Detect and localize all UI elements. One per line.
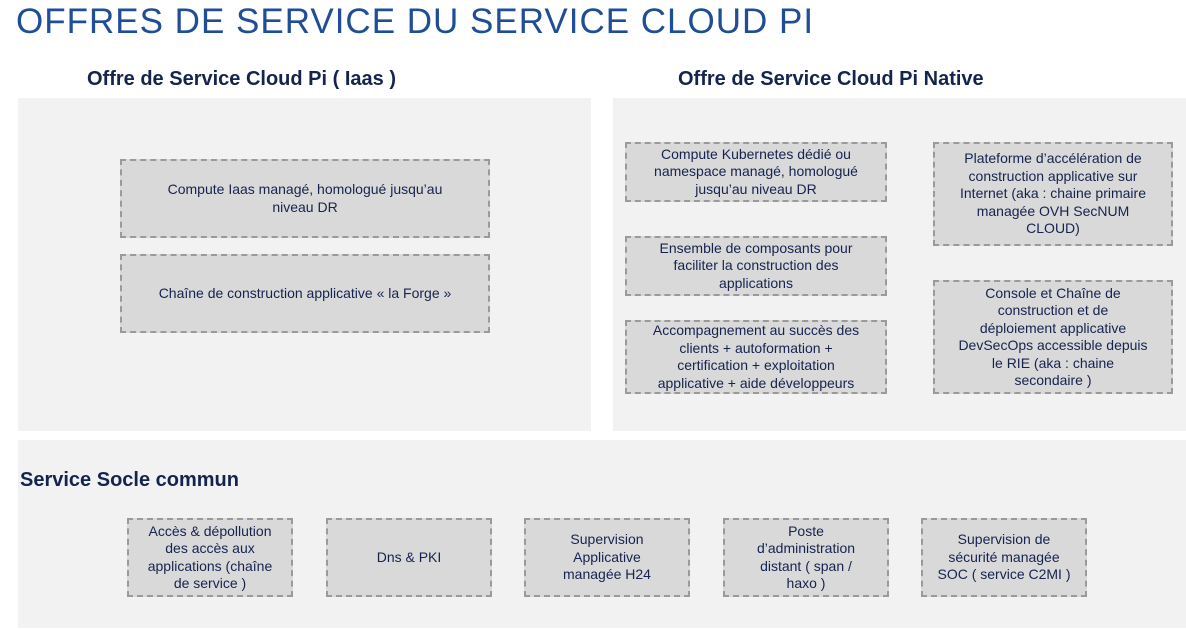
native-panel: Compute Kubernetes dédié ou namespace ma… xyxy=(613,98,1186,431)
native-box-console-devsecops[interactable]: Console et Chaîne de construction et de … xyxy=(933,280,1173,394)
socle-box-dns-pki[interactable]: Dns & PKI xyxy=(326,518,492,597)
iaas-section-title: Offre de Service Cloud Pi ( Iaas ) xyxy=(87,68,396,90)
socle-box-poste-admin[interactable]: Poste d’administration distant ( span / … xyxy=(723,518,889,597)
socle-box-acces[interactable]: Accès & dépollution des accès aux applic… xyxy=(127,518,293,597)
socle-panel: Service Socle commun Accès & dépollution… xyxy=(18,440,1186,628)
socle-box-supervision-applicative[interactable]: Supervision Applicative managée H24 xyxy=(524,518,690,597)
iaas-box-compute[interactable]: Compute Iaas managé, homologué jusqu’au … xyxy=(120,159,490,238)
native-box-accompagnement[interactable]: Accompagnement au succès des clients + a… xyxy=(625,320,887,394)
native-box-kubernetes[interactable]: Compute Kubernetes dédié ou namespace ma… xyxy=(625,142,887,202)
native-box-plateforme-internet[interactable]: Plateforme d’accélération de constructio… xyxy=(933,142,1173,246)
socle-section-title: Service Socle commun xyxy=(20,469,239,491)
iaas-box-forge[interactable]: Chaîne de construction applicative « la … xyxy=(120,254,490,333)
native-section-title: Offre de Service Cloud Pi Native xyxy=(678,68,984,90)
socle-box-supervision-securite[interactable]: Supervision de sécurité managée SOC ( se… xyxy=(921,518,1087,597)
native-box-composants[interactable]: Ensemble de composants pour faciliter la… xyxy=(625,236,887,296)
page-title: OFFRES DE SERVICE DU SERVICE CLOUD PI xyxy=(16,2,815,41)
iaas-panel: Compute Iaas managé, homologué jusqu’au … xyxy=(18,98,591,431)
